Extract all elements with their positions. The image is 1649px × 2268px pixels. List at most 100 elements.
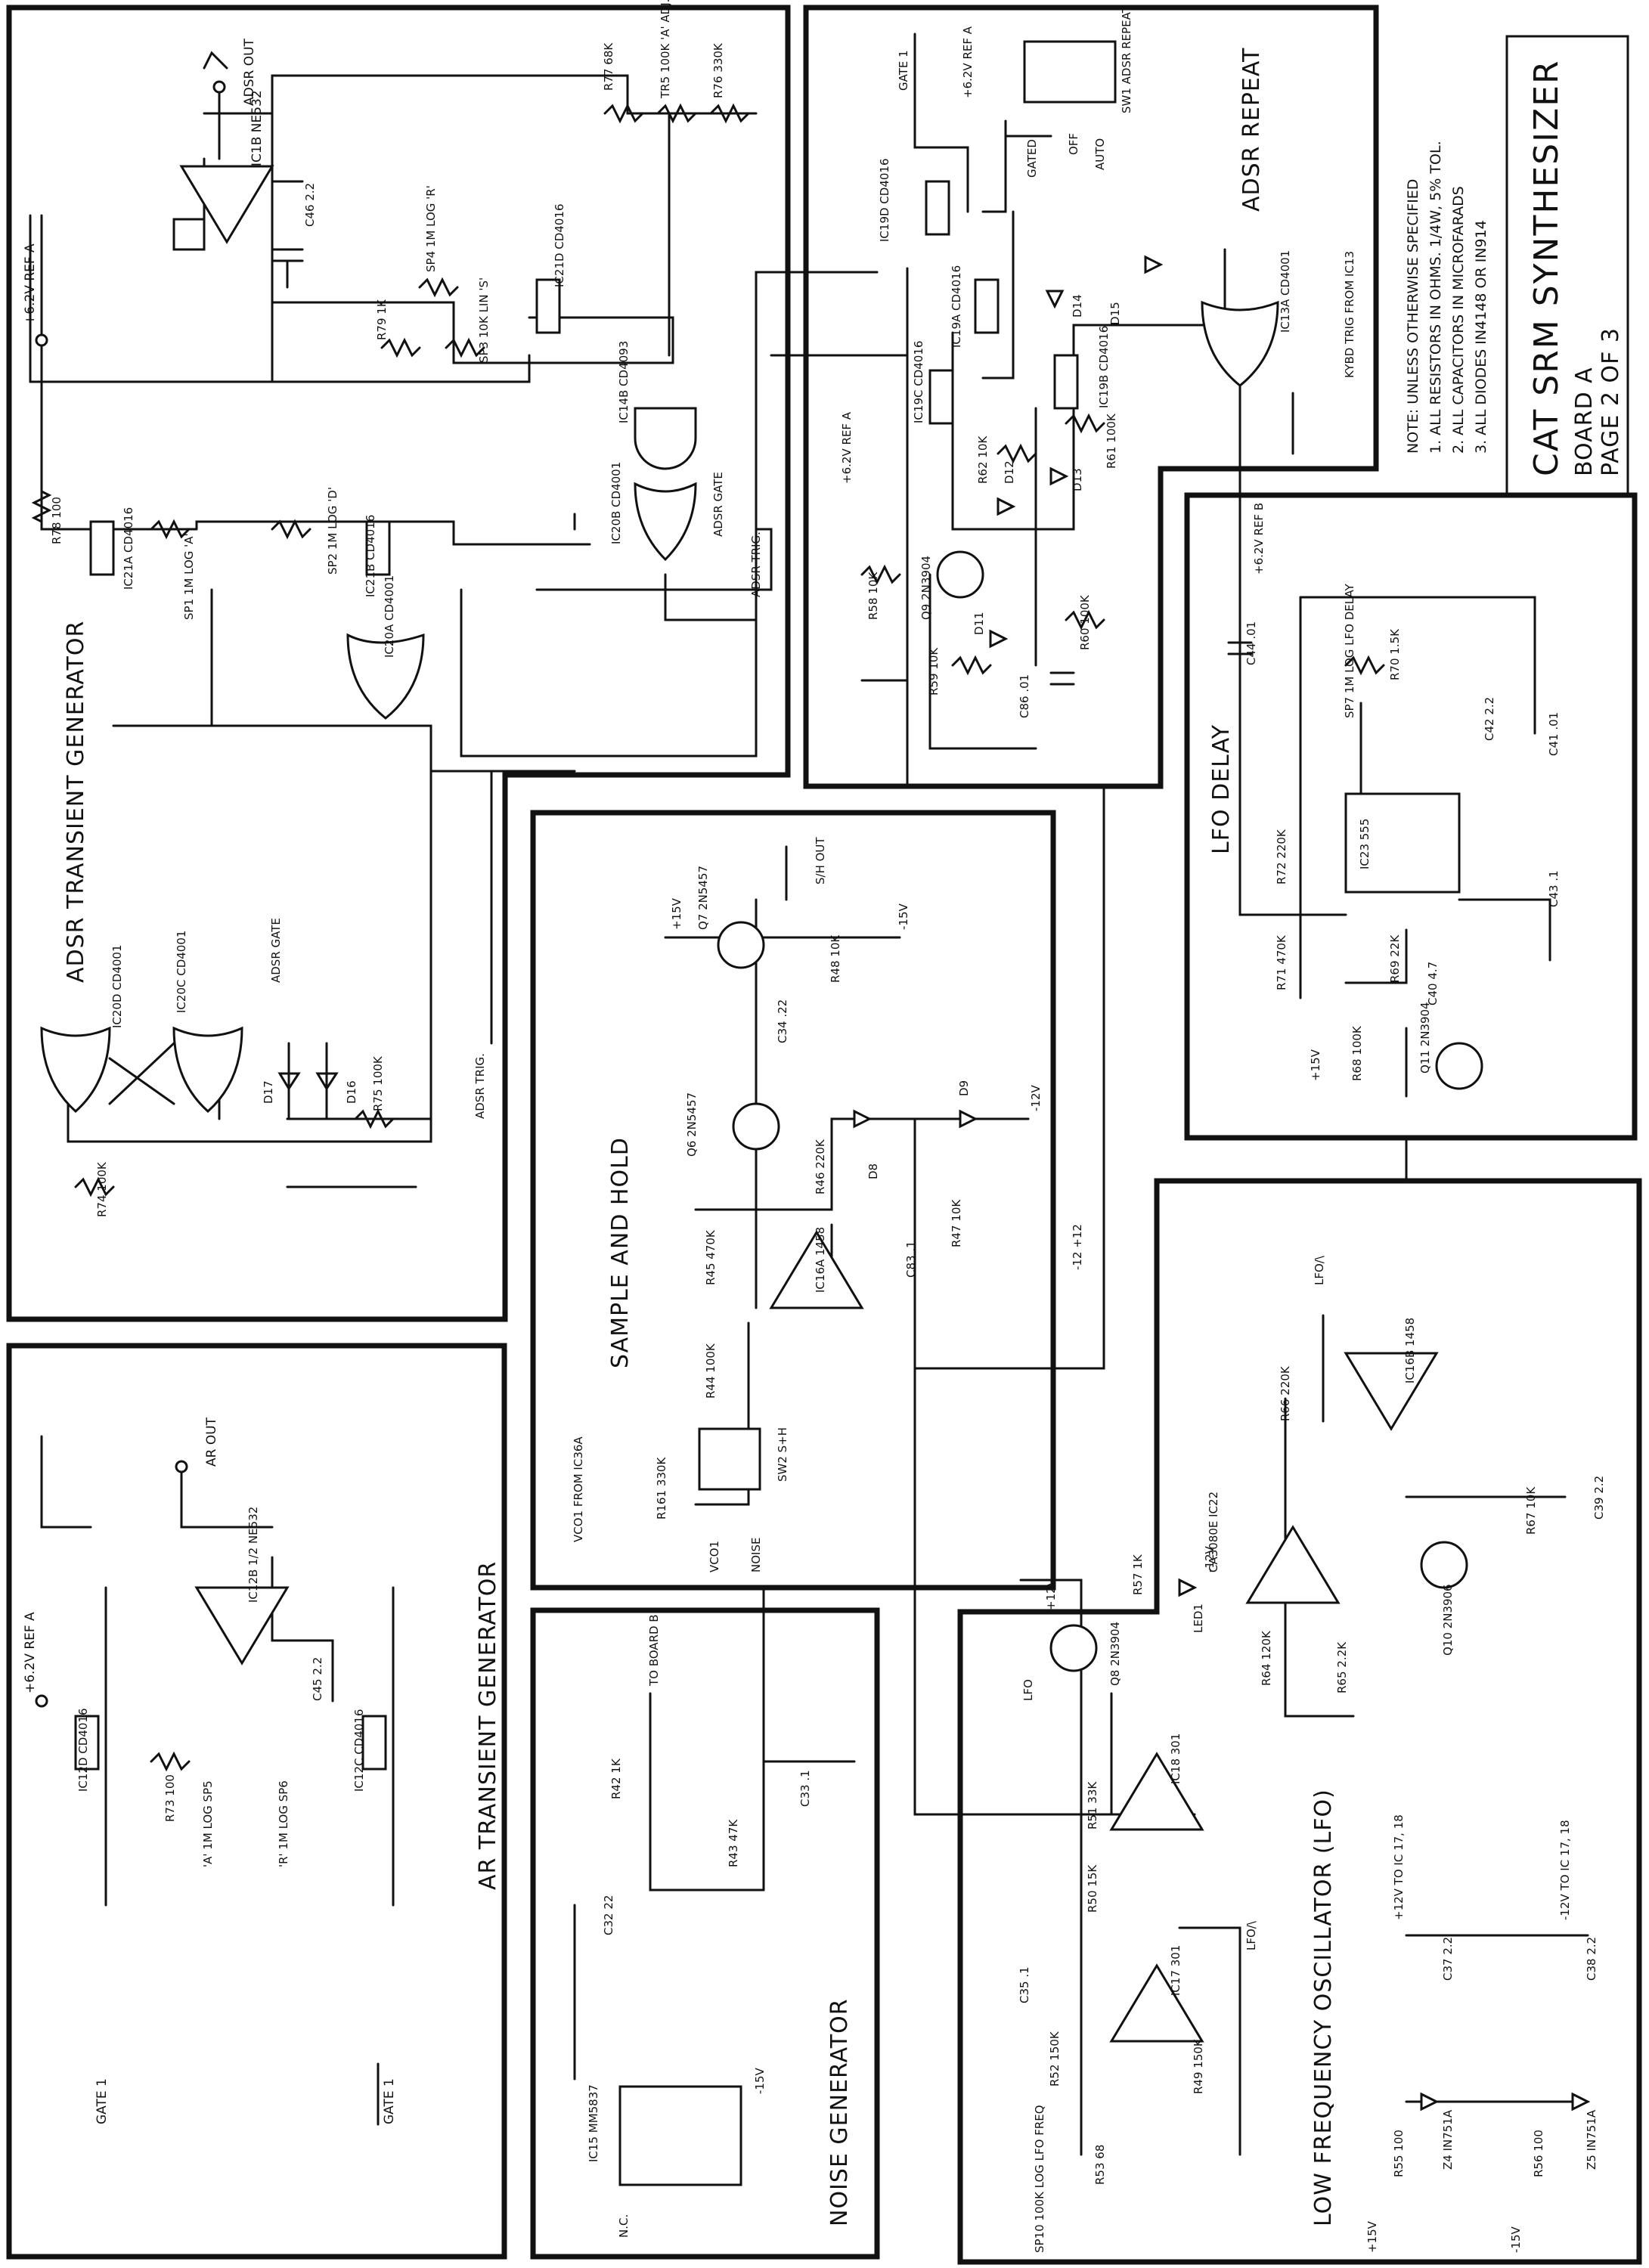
r75-label: R75 100K xyxy=(371,1055,385,1111)
section-title-adsr-transient: ADSR TRANSIENT GENERATOR xyxy=(63,621,89,983)
rail-12-label: +12V TO IC 17, 18 xyxy=(1392,1814,1406,1920)
switch-sw2 xyxy=(698,1427,761,1491)
nc-label: N.C. xyxy=(617,2214,631,2238)
sp2-label: SP2 1M LOG 'D' xyxy=(326,487,339,575)
resistor-r74 xyxy=(74,1176,115,1198)
transistor-q9 xyxy=(936,550,984,599)
c34-label: C34 .22 xyxy=(776,999,789,1043)
p15-sh: +15V xyxy=(670,897,683,930)
note-line: 3. ALL DIODES IN4148 OR IN914 xyxy=(1473,220,1489,454)
ic23-label: IC23 555 xyxy=(1358,819,1372,869)
title-block-frame xyxy=(1505,35,1629,495)
op-amp-ic1b xyxy=(179,165,274,244)
d12-label: D12 xyxy=(1003,460,1016,484)
c45-label: C45 2.2 xyxy=(311,1657,324,1701)
noise-generator-circuit: TO BOARD B R42 1K R43 47K C33 .1 C32 22 … xyxy=(573,1586,856,2238)
r61-label: R61 100K xyxy=(1105,413,1118,469)
transistor-q6 xyxy=(732,1102,780,1151)
ic19b-label: IC19B CD4016 xyxy=(1097,326,1111,408)
op-amp-ic16b xyxy=(1344,1352,1439,1431)
switch-ic21a xyxy=(89,520,115,576)
c83-label: C83 .1 xyxy=(904,1241,918,1278)
section-titles: ADSR TRANSIENT GENERATOR ADSR REPEAT LFO… xyxy=(63,48,1337,2226)
switch-ic21d xyxy=(535,278,561,334)
diode-d12 xyxy=(997,497,1016,516)
rail-m12-label: -12V TO IC 17, 18 xyxy=(1558,1820,1572,1920)
lfo-tri-label: LFO/\ xyxy=(1313,1255,1326,1285)
c37-label: C37 2.2 xyxy=(1441,1937,1455,1981)
note-line: 1. ALL RESISTORS IN OHMS. 1/4W, 5% TOL. xyxy=(1427,141,1444,454)
trimmer-tr5 xyxy=(656,103,697,124)
diode-d15 xyxy=(1144,255,1164,274)
resistor-r76 xyxy=(709,103,750,124)
noise-generator-frame xyxy=(530,1607,880,2260)
op-amp-ic17 xyxy=(1109,1963,1204,2043)
r62-label: R62 10K xyxy=(976,435,990,484)
section-title-noise-gen: NOISE GENERATOR xyxy=(826,1998,853,2226)
d17-label: D17 xyxy=(262,1080,275,1104)
r55-label: R55 100 xyxy=(1392,2130,1406,2177)
op-amp-ic16a xyxy=(769,1230,864,1309)
r53-label: R53 68 xyxy=(1093,2145,1107,2185)
section-title-sample-hold: SAMPLE AND HOLD xyxy=(607,1137,634,1368)
c46-label: C46 2.2 xyxy=(303,183,317,227)
ar-out-label: AR OUT xyxy=(204,1417,219,1467)
section-title-adsr-repeat: ADSR REPEAT xyxy=(1238,48,1265,212)
adsr-trig-label-lower: ADSR TRIG. xyxy=(473,1053,487,1119)
ota-ic22 xyxy=(1245,1525,1341,1604)
ic20d-label: IC20D CD4001 xyxy=(110,944,124,1028)
ic12d-label: IC12D CD4016 xyxy=(76,1708,90,1792)
r42-label: R42 1K xyxy=(609,1758,623,1799)
ref-a-label-repeat: +6.2V REF A xyxy=(840,411,854,484)
d13-label: D13 xyxy=(1071,468,1084,491)
q11-label: Q11 2N3904 xyxy=(1418,1002,1432,1074)
d15-label: D15 xyxy=(1108,302,1122,325)
d14-label: D14 xyxy=(1071,294,1084,318)
ic19d-label: IC19D CD4016 xyxy=(878,158,891,242)
diode-d11 xyxy=(989,629,1009,649)
d8-label: D8 xyxy=(866,1163,880,1179)
m12-lfo: -12V xyxy=(1203,1546,1217,1572)
z4-label: Z4 IN751A xyxy=(1441,2109,1455,2170)
sw2-vco-label: VCO1 xyxy=(708,1541,721,1572)
ic13a-label: IC13A CD4001 xyxy=(1279,250,1292,333)
ic12b-label: IC12B 1/2 NE532 xyxy=(246,1507,260,1603)
sp3-label: SP3 10K LIN 'S' xyxy=(477,277,491,363)
ref-a-label: +6.2V REF A xyxy=(23,243,38,325)
sw1-off-label: OFF xyxy=(1067,133,1080,155)
gate1-label-top: GATE 1 xyxy=(897,50,910,91)
q9-label: Q9 2N3904 xyxy=(919,556,933,620)
r56-label: R56 100 xyxy=(1532,2130,1545,2177)
ic23-555 xyxy=(1344,792,1461,894)
sample-hold-frame xyxy=(530,810,1056,1591)
sp7-label: SP7 1M LOG LFO DELAY xyxy=(1343,583,1356,718)
r59-label: R59 10K xyxy=(927,647,941,696)
pot-sp2 xyxy=(271,519,312,540)
note-heading: NOTE: UNLESS OTHERWISE SPECIFIED xyxy=(1405,179,1421,454)
m15-lfo: -15V xyxy=(1509,2226,1523,2253)
p12-lfo: +12V xyxy=(1044,1578,1058,1610)
zener-z5 xyxy=(1571,2092,1591,2112)
diode-d13 xyxy=(1049,466,1069,486)
pm12-label: -12 +12 xyxy=(1071,1224,1084,1270)
r77-label: R77 68K xyxy=(602,42,615,91)
adsr-trig-label: ADSR TRIG. xyxy=(749,531,763,597)
ic21b-label: IC21B CD4016 xyxy=(364,515,377,597)
ar-transient-frame xyxy=(6,1343,507,2260)
capacitor-c46 xyxy=(271,248,304,289)
op-amp-ic12b xyxy=(194,1586,290,1665)
section-title-ar-transient: AR TRANSIENT GENERATOR xyxy=(475,1561,501,1890)
gate-ic20c xyxy=(172,1026,243,1114)
transistor-q8 xyxy=(1049,1624,1098,1672)
c40-label: C40 4.7 xyxy=(1426,962,1440,1005)
r73-label: R73 100 xyxy=(163,1774,177,1822)
zener-z4 xyxy=(1420,2092,1440,2112)
sh-out-label: S/H OUT xyxy=(814,837,827,885)
c33-label: C33 .1 xyxy=(798,1770,812,1807)
m15-noise: -15V xyxy=(753,2068,767,2094)
interconnect-wires xyxy=(762,354,1408,1816)
adsr-transient-circuit: IC1B NE532 ADSR OUT +6.2V REF A R78 100 … xyxy=(23,0,909,1217)
resistor-r58 xyxy=(860,564,901,585)
sw1-auto-label: AUTO xyxy=(1093,138,1107,170)
sp1-label: SP1 1M LOG 'A' xyxy=(182,533,196,620)
